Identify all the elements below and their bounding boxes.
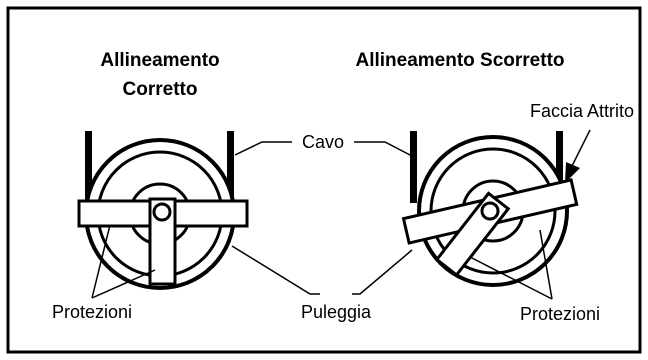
guards-label-left: Protezioni	[52, 302, 132, 322]
cable-leader-right	[354, 141, 413, 157]
guards-left-leader-1	[91, 224, 111, 299]
friction-face-arrowhead	[565, 162, 580, 183]
leader-lines	[91, 129, 591, 300]
friction-face-label: Faccia Attrito	[530, 101, 634, 121]
right-pivot-pin	[480, 201, 500, 221]
cable-leader-left	[234, 141, 292, 156]
right-cable-right-end	[556, 131, 563, 203]
friction-face-leader	[571, 129, 591, 167]
guards-right-leader-2	[469, 256, 553, 300]
left-cable-right-end	[227, 131, 234, 203]
incorrect-alignment-pulley	[401, 131, 579, 287]
guards-left-leader-2	[91, 269, 156, 299]
pulley-leader-right	[352, 249, 413, 295]
cable-label: Cavo	[302, 132, 344, 152]
left-pivot-pin	[152, 202, 172, 222]
guards-right-leader-1	[539, 229, 553, 300]
right-cable-left-end	[410, 131, 417, 203]
heading-incorrect: Allineamento Scorretto	[355, 50, 564, 71]
correct-alignment-pulley	[77, 131, 249, 290]
left-cable-left-end	[85, 131, 92, 203]
pulley-leader-left	[231, 245, 320, 295]
heading-correct-line2: Corretto	[123, 79, 198, 100]
heading-correct-line1: Allineamento	[100, 50, 219, 71]
guards-label-right: Protezioni	[520, 304, 600, 324]
pulley-label: Puleggia	[301, 302, 372, 322]
